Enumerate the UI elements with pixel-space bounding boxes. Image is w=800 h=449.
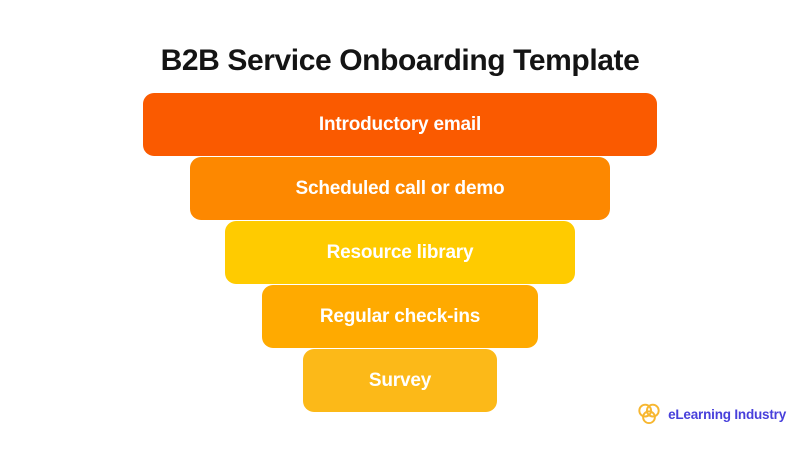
- funnel-stage[interactable]: Survey: [303, 349, 497, 412]
- funnel-stage-label: Regular check-ins: [319, 306, 481, 327]
- funnel-stage[interactable]: Resource library: [225, 221, 575, 284]
- funnel-stage[interactable]: Scheduled call or demo: [190, 157, 610, 220]
- funnel-stage-label: Introductory email: [318, 114, 482, 135]
- funnel-stage-label: Scheduled call or demo: [295, 178, 505, 199]
- trefoil-circles-icon: [638, 403, 660, 425]
- page-title: B2B Service Onboarding Template: [160, 44, 640, 78]
- funnel-stage-label: Resource library: [326, 242, 474, 263]
- funnel-stage[interactable]: Regular check-ins: [262, 285, 538, 348]
- brand-name: eLearning Industry: [668, 406, 786, 422]
- funnel-stage[interactable]: Introductory email: [143, 93, 657, 156]
- brand-logo[interactable]: eLearning Industry: [636, 401, 786, 427]
- funnel-stage-label: Survey: [368, 370, 432, 391]
